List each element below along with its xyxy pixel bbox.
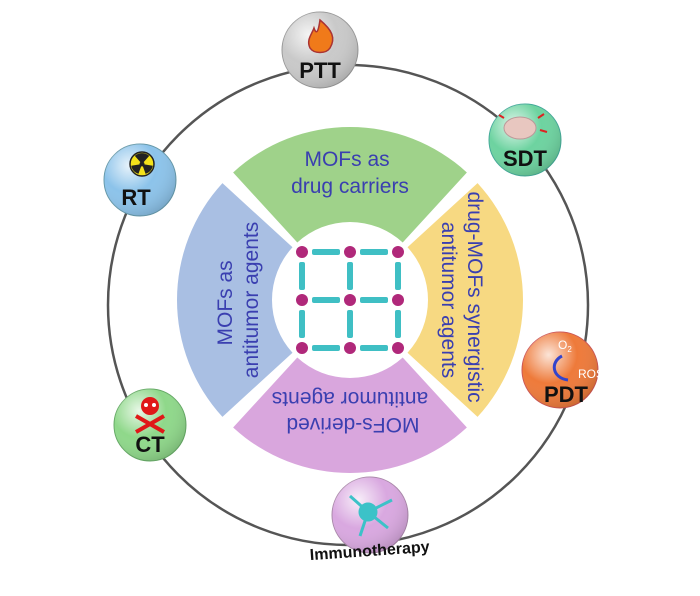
ptt-label: PTT xyxy=(299,58,341,83)
sdt-label: SDT xyxy=(503,146,548,171)
svg-text:O2: O2 xyxy=(558,338,572,354)
therapy-ct: CT xyxy=(113,388,187,462)
rt-label: RT xyxy=(121,185,151,210)
sector-bottom-text: MOFs-derived antitumor agents xyxy=(272,387,428,436)
explosion-icon xyxy=(498,113,548,140)
immunotherapy-label: Immunotherapy xyxy=(309,539,430,564)
sector-left-text: MOFs as antitumor agents xyxy=(214,222,263,378)
flame-icon xyxy=(307,18,334,54)
ct-label: CT xyxy=(135,432,165,457)
therapy-pdt: O2 ROS PDT xyxy=(521,331,604,409)
sector-top xyxy=(233,127,467,243)
sector-top-text: MOFs as drug carriers xyxy=(291,148,409,198)
therapy-rt: RT xyxy=(103,143,177,217)
therapy-ptt: PTT xyxy=(281,11,359,89)
immune-cell-icon xyxy=(349,494,393,537)
sector-right xyxy=(407,183,524,417)
therapy-sdt: SDT xyxy=(488,103,562,177)
sector-bottom xyxy=(233,357,467,474)
mof-lattice-icon xyxy=(296,246,404,354)
radiation-icon xyxy=(129,151,155,177)
svg-text:ROS: ROS xyxy=(578,367,604,381)
sector-right-text: drug-MOFs synergistic antitumor agents xyxy=(437,191,486,408)
sector-left xyxy=(177,183,293,417)
sector-ring xyxy=(177,127,524,474)
skull-crossbones-icon xyxy=(135,397,165,434)
therapy-immunotherapy: Immunotherapy xyxy=(309,476,430,564)
o2-ros-cycle-icon: O2 ROS xyxy=(552,338,604,382)
pdt-label: PDT xyxy=(544,382,589,407)
